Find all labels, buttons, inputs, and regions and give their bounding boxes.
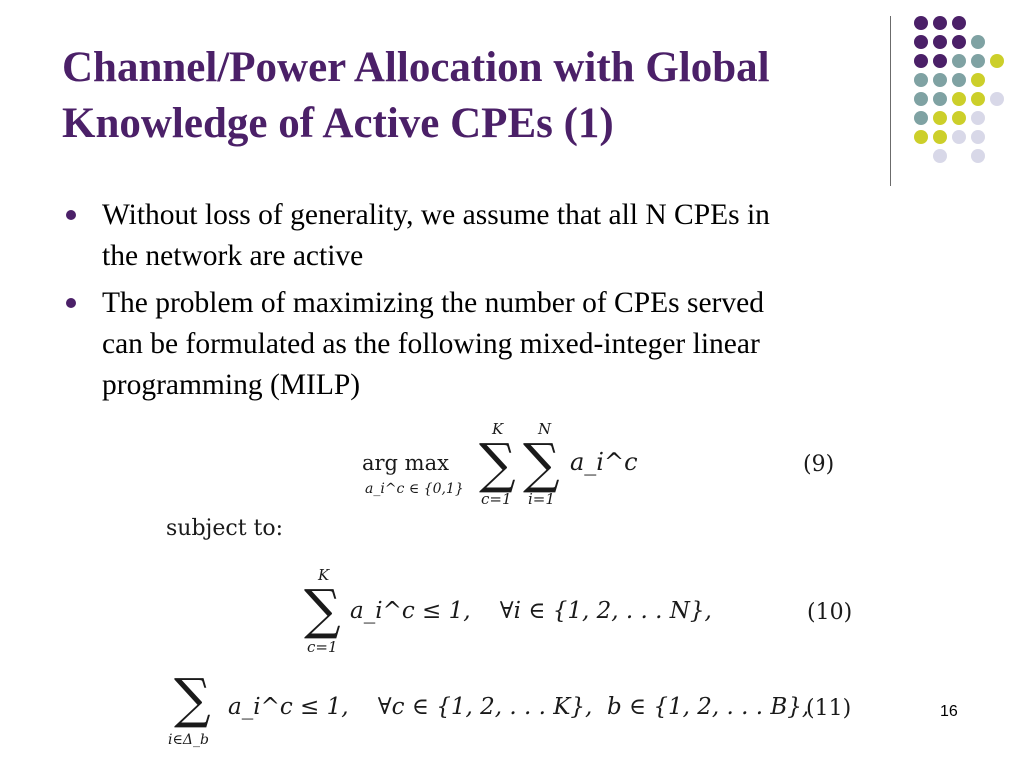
dot — [990, 92, 1004, 106]
dot — [914, 111, 928, 125]
dot — [914, 130, 928, 144]
title-line-2: Knowledge of Active CPEs (1) — [62, 100, 614, 147]
eq11-body: a_i^c ≤ 1, ∀c ∈ {1, 2, . . . K}, b ∈ {1,… — [228, 694, 810, 720]
dot — [952, 54, 966, 68]
sum2-upper: N — [538, 420, 552, 438]
dot — [971, 130, 985, 144]
dot — [933, 92, 947, 106]
argmax-label: arg max — [362, 451, 449, 475]
dot — [952, 92, 966, 106]
bullet-list: Without loss of generality, we assume th… — [62, 195, 962, 412]
bullet-2-line-1: The problem of maximizing the number of … — [102, 287, 764, 319]
dot — [971, 73, 985, 87]
bullet-dot-icon — [66, 298, 76, 308]
dot — [952, 35, 966, 49]
dot — [914, 73, 928, 87]
dot — [914, 16, 928, 30]
dot — [952, 16, 966, 30]
title-line-1: Channel/Power Allocation with Global — [62, 44, 770, 91]
sum-symbol: ∑ — [303, 578, 341, 641]
title-divider — [890, 16, 891, 186]
dot — [952, 111, 966, 125]
sum-symbol: ∑ — [173, 667, 211, 730]
argmax-subscript: a_i^c ∈ {0,1} — [365, 481, 464, 497]
eq9-body: a_i^c — [570, 448, 638, 476]
bullet-2-line-2: can be formulated as the following mixed… — [102, 328, 760, 360]
sum1-symbol: ∑ — [478, 432, 516, 495]
equation-number-9: (9) — [803, 452, 835, 477]
dot — [952, 130, 966, 144]
page-number: 16 — [940, 703, 958, 720]
dot — [971, 92, 985, 106]
sum1-lower: c=1 — [481, 490, 512, 508]
dot — [914, 35, 928, 49]
dot — [914, 92, 928, 106]
sum-lower: c=1 — [307, 638, 338, 656]
dot — [971, 35, 985, 49]
sum2-symbol: ∑ — [522, 432, 560, 495]
slide-title: Channel/Power Allocation with Global Kno… — [62, 40, 882, 152]
bullet-1-line-1: Without loss of generality, we assume th… — [102, 199, 770, 231]
bullet-item: Without loss of generality, we assume th… — [62, 195, 962, 277]
dot — [952, 73, 966, 87]
dot — [914, 54, 928, 68]
dot — [990, 54, 1004, 68]
dot — [971, 54, 985, 68]
sum1-upper: K — [492, 420, 504, 438]
bullet-dot-icon — [66, 210, 76, 220]
dot — [933, 149, 947, 163]
sum-lower: i∈Δ_b — [168, 732, 209, 748]
sum2-lower: i=1 — [528, 490, 555, 508]
bullet-2-line-3: programming (MILP) — [102, 369, 361, 401]
sum-upper: K — [318, 566, 330, 584]
dot — [933, 35, 947, 49]
dot — [933, 16, 947, 30]
dot — [971, 149, 985, 163]
dot — [933, 73, 947, 87]
bullet-item: The problem of maximizing the number of … — [62, 283, 962, 406]
bullet-1-line-2: the network are active — [102, 240, 364, 272]
dot — [933, 130, 947, 144]
decorative-dot-grid — [0, 0, 1024, 200]
eq10-body: a_i^c ≤ 1, ∀i ∈ {1, 2, . . . N}, — [350, 598, 712, 624]
equation-number-10: (10) — [807, 600, 853, 625]
dot — [971, 111, 985, 125]
dot — [933, 54, 947, 68]
equation-number-11: (11) — [806, 696, 852, 721]
subject-to-label: subject to: — [166, 516, 284, 541]
dot — [933, 111, 947, 125]
